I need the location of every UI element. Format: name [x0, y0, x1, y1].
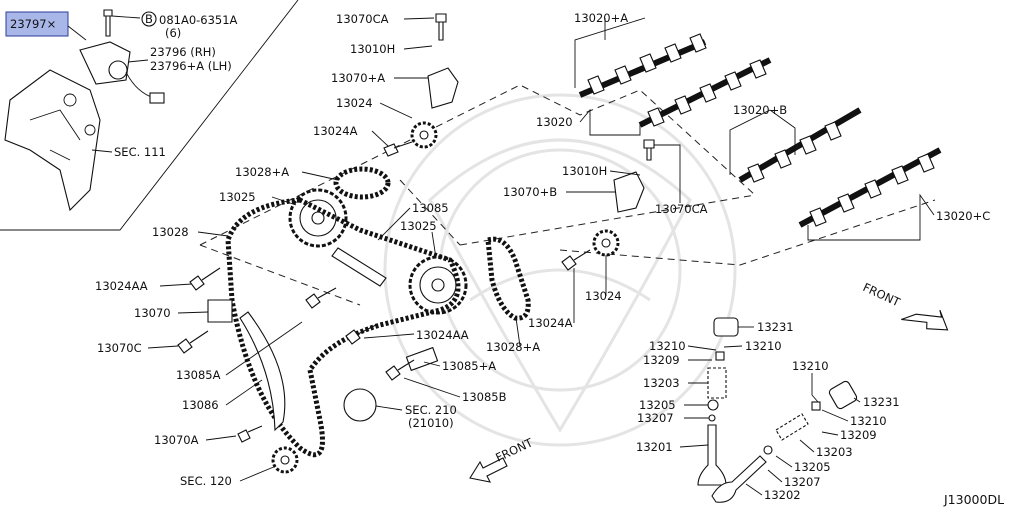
label-13207-b[interactable]: 13207: [784, 475, 821, 489]
label-13070A-low[interactable]: 13070A: [154, 433, 199, 447]
label-13028A-top[interactable]: 13028+A: [235, 165, 289, 179]
sprocket-13025-mid: [408, 255, 468, 315]
label-13085[interactable]: 13085: [412, 201, 449, 215]
label-13028[interactable]: 13028: [152, 225, 189, 239]
watermark-emblem: [383, 93, 737, 447]
label-13202[interactable]: 13202: [764, 488, 801, 502]
water-pump-sec210: [343, 388, 377, 422]
highlighted-part-label: 23797×: [10, 17, 56, 31]
label-13209-a[interactable]: 13209: [643, 353, 680, 367]
camshaft-13020B: [738, 107, 862, 183]
timing-chain-13028: [225, 197, 461, 458]
camshaft-13020: [638, 57, 772, 128]
label-13024AA-mid[interactable]: 13024AA: [416, 328, 469, 342]
cylinder-head-part: [4, 69, 101, 212]
label-13085A-plus[interactable]: 13085+A: [442, 359, 496, 373]
sprocket-13024-mid: [592, 229, 620, 257]
label-13010H-mid[interactable]: 13010H: [562, 164, 607, 178]
valve-assembly-a: [697, 317, 739, 486]
label-13070B[interactable]: 13070+B: [503, 185, 557, 199]
label-13209-b[interactable]: 13209: [840, 428, 877, 442]
label-13020C[interactable]: 13020+C: [936, 209, 990, 223]
timing-chain-13028A-top: [333, 166, 391, 200]
part-labels: 13070CA 13010H 13070+A 13024 13024A 1302…: [95, 11, 990, 502]
label-13024A-mid[interactable]: 13024A: [528, 316, 573, 330]
label-13070CA-mid[interactable]: 13070CA: [655, 202, 708, 216]
sensor-lh-label: 23796+A (LH): [150, 59, 232, 73]
front-arrow-right: FRONT: [861, 280, 949, 331]
diagram-code: J13000DL: [943, 492, 1004, 507]
label-13210-b2[interactable]: 13210: [850, 414, 887, 428]
label-13025-left[interactable]: 13025: [219, 190, 256, 204]
label-13207-a[interactable]: 13207: [637, 411, 674, 425]
label-13210-b[interactable]: 13210: [792, 359, 829, 373]
label-13070C[interactable]: 13070C: [97, 341, 142, 355]
chain-guide-13086: [239, 311, 286, 432]
label-13201[interactable]: 13201: [636, 440, 673, 454]
valve-assembly-b: [711, 380, 858, 503]
label-13020[interactable]: 13020: [536, 115, 573, 129]
front-arrow-left: FRONT: [469, 435, 536, 483]
camshaft-dashed-outline: [199, 84, 936, 306]
label-13025-mid[interactable]: 13025: [400, 219, 437, 233]
bolt-part-number: 081A0-6351A: [159, 13, 238, 27]
bolts: [177, 13, 655, 443]
label-13070[interactable]: 13070: [134, 306, 171, 320]
label-sec-210-sub: (21010): [408, 416, 454, 430]
tensioner-13070A-top: [427, 67, 459, 109]
label-13024-top[interactable]: 13024: [336, 96, 373, 110]
label-13070A-top[interactable]: 13070+A: [331, 71, 385, 85]
bolt-quantity: (6): [165, 26, 181, 40]
label-sec-210[interactable]: SEC. 210: [405, 403, 457, 417]
label-13024AA-left[interactable]: 13024AA: [95, 279, 148, 293]
label-13231-a[interactable]: 13231: [757, 320, 794, 334]
label-13205-a[interactable]: 13205: [639, 398, 676, 412]
tensioner-13070: [207, 299, 233, 323]
crank-sprocket-sec120: [271, 446, 299, 474]
label-13010H-top[interactable]: 13010H: [350, 42, 395, 56]
inset-panel: 23797× B 081A0-6351A (6) 23796 (RH) 2379…: [0, 0, 299, 231]
sensor-rh-label: 23796 (RH): [150, 45, 216, 59]
bolt-symbol: B: [145, 12, 153, 26]
front-label-right: FRONT: [861, 280, 903, 310]
label-13205-b[interactable]: 13205: [794, 460, 831, 474]
label-13210-a[interactable]: 13210: [649, 339, 686, 353]
label-13020A[interactable]: 13020+A: [574, 11, 628, 25]
label-sec-120[interactable]: SEC. 120: [180, 474, 232, 488]
timing-chain-13028A-mid: [485, 236, 531, 321]
label-13231-b[interactable]: 13231: [863, 395, 900, 409]
label-13085B[interactable]: 13085B: [462, 390, 507, 404]
inset-bolt: [103, 9, 113, 37]
label-13024A-top[interactable]: 13024A: [313, 124, 358, 138]
bolt-symbol-circle: [141, 11, 157, 27]
slack-guide-13085: [331, 247, 387, 287]
sprocket-13024-top: [410, 121, 438, 149]
leader-lines: [147, 17, 935, 496]
label-13210-a2[interactable]: 13210: [745, 339, 782, 353]
label-13024-mid[interactable]: 13024: [585, 289, 622, 303]
highlighted-part-box[interactable]: [5, 11, 69, 37]
label-13203-a[interactable]: 13203: [643, 376, 680, 390]
label-13085A[interactable]: 13085A: [176, 368, 221, 382]
guide-13085A-plus: [405, 346, 439, 372]
label-13070CA-top[interactable]: 13070CA: [336, 12, 389, 26]
label-13203-b[interactable]: 13203: [816, 445, 853, 459]
camshaft-13020C: [798, 147, 942, 228]
tensioner-13070B: [613, 171, 645, 213]
label-13086[interactable]: 13086: [182, 398, 219, 412]
label-13020B[interactable]: 13020+B: [733, 103, 787, 117]
camshaft-13020A: [578, 33, 707, 98]
label-13028A-mid[interactable]: 13028+A: [486, 340, 540, 354]
sec-111-label: SEC. 111: [114, 145, 166, 159]
